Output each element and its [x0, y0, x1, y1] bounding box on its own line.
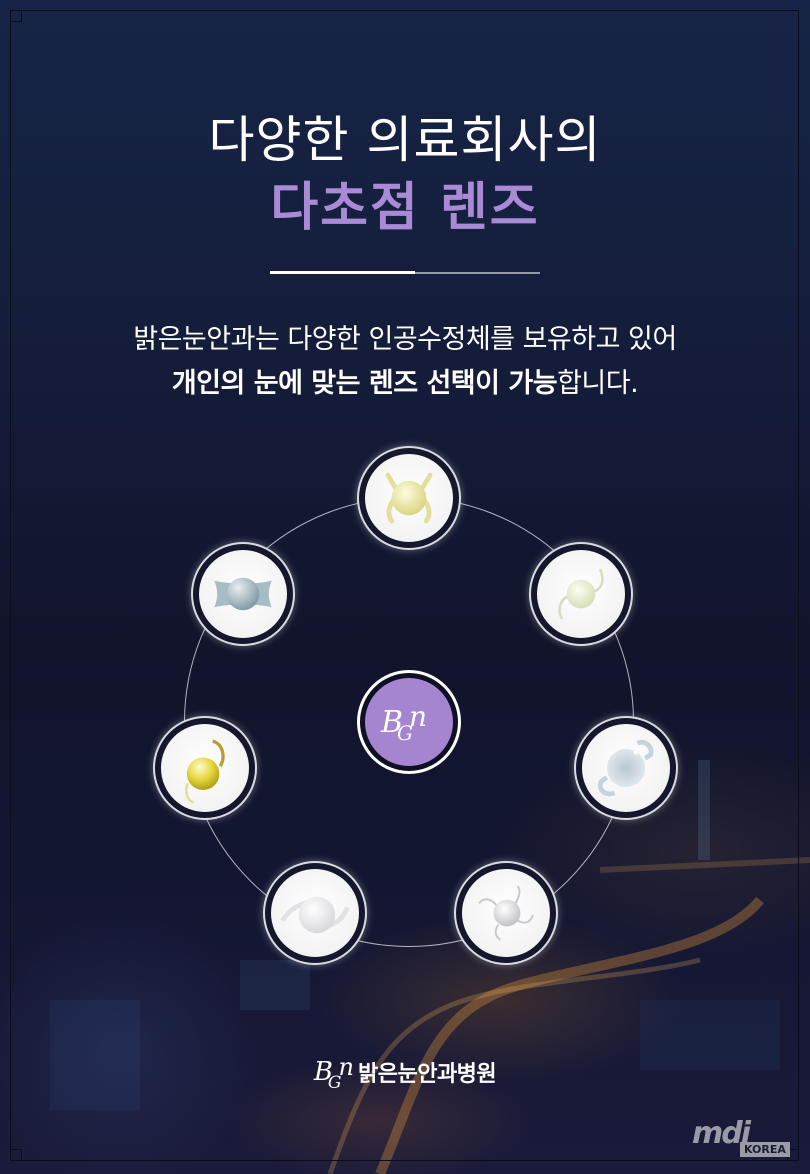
mdi-korea-watermark: mdi KOREA	[690, 1116, 790, 1160]
lens-top-right	[529, 542, 633, 646]
lens-yellow-four-haptic-icon	[385, 472, 433, 524]
lens-right	[574, 716, 678, 820]
page-title: 다양한 의료회사의	[208, 111, 602, 169]
hospital-name: 밝은눈안과병원	[357, 1062, 497, 1087]
description-suffix: 합니다.	[557, 368, 639, 399]
lens-gold-c-loop-icon	[185, 739, 225, 804]
bgn-center-logo: BGn	[357, 670, 461, 774]
footer-hospital-logo: BGn 밝은눈안과병원	[0, 1053, 810, 1093]
description-emphasis: 개인의 눈에 맞는 렌즈 선택이 가능	[171, 368, 558, 399]
description: 밝은눈안과는 다양한 인공수정체를 보유하고 있어 개인의 눈에 맞는 렌즈 선…	[0, 318, 810, 406]
bgn-footer-monogram: BGn	[313, 1053, 354, 1093]
page-subtitle: 다초점 렌즈	[270, 178, 540, 238]
lens-bottom-left	[263, 861, 367, 965]
lens-blue-closed-loop-icon	[597, 739, 654, 797]
lens-top	[357, 446, 461, 550]
description-line2: 개인의 눈에 맞는 렌즈 선택이 가능합니다.	[0, 362, 810, 406]
divider-highlight	[270, 271, 415, 274]
lens-left	[153, 716, 257, 820]
frame-corner	[10, 1149, 22, 1161]
lens-clear-c-loop-icon	[280, 896, 350, 934]
lens-blue-plate-icon	[214, 577, 272, 611]
lens-clear-four-haptic-icon	[478, 885, 534, 941]
title-divider	[270, 271, 540, 274]
lens-green-c-loop-icon	[558, 568, 604, 620]
bgn-monogram: BGn	[380, 699, 428, 745]
lens-bottom-right	[454, 861, 558, 965]
description-line1: 밝은눈안과는 다양한 인공수정체를 보유하고 있어	[133, 324, 677, 355]
frame-corner	[10, 10, 22, 22]
lens-top-left	[191, 542, 295, 646]
watermark-sub: KOREA	[740, 1142, 790, 1157]
